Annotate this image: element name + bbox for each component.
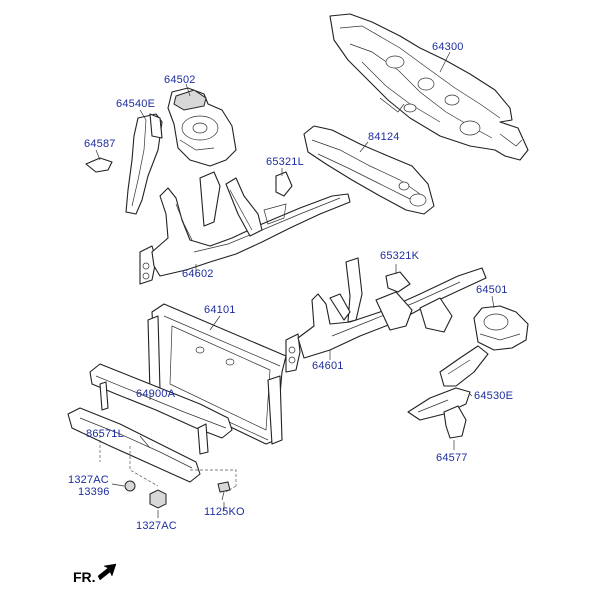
bracket-65321K xyxy=(385,264,411,293)
label-64101: 64101 xyxy=(204,304,236,316)
front-direction-arrow xyxy=(97,563,117,581)
front-direction-label: FR. xyxy=(73,569,96,585)
bumper-beam-64900A xyxy=(89,363,233,455)
label-64601: 64601 xyxy=(312,360,344,372)
label-84124: 84124 xyxy=(368,131,400,143)
label-65321K: 65321K xyxy=(380,250,420,262)
bolt-1125KO xyxy=(217,481,231,510)
fastener-1327AC-b xyxy=(149,489,167,518)
label-64501: 64501 xyxy=(476,284,508,296)
bracket-64587 xyxy=(85,149,113,173)
bracket-64577 xyxy=(443,405,467,450)
cowl-member-84124 xyxy=(303,125,435,215)
upper-member-64540E xyxy=(125,109,163,215)
lower-member-64530E xyxy=(407,345,489,421)
strut-housing-64501 xyxy=(473,295,529,351)
label-1125KO: 1125KO xyxy=(204,506,245,518)
absorber-86571L xyxy=(67,407,237,493)
strut-housing-64502 xyxy=(167,83,237,167)
label-64530E: 64530E xyxy=(474,390,514,402)
label-1327AC-a: 1327AC xyxy=(68,474,109,486)
dash-panel-64300 xyxy=(329,13,529,161)
label-64900A: 64900A xyxy=(136,388,176,400)
side-member-64601 xyxy=(285,257,487,373)
label-1327AC-b: 1327AC xyxy=(136,520,177,532)
label-64587: 64587 xyxy=(84,138,116,150)
bracket-65321L xyxy=(275,168,293,197)
label-64602: 64602 xyxy=(182,268,214,280)
label-64502: 64502 xyxy=(164,74,196,86)
label-13396: 13396 xyxy=(78,486,110,498)
label-64300: 64300 xyxy=(432,41,464,53)
label-64577: 64577 xyxy=(436,452,468,464)
label-65321L: 65321L xyxy=(266,156,304,168)
radiator-support-64101 xyxy=(147,303,287,445)
side-member-64602 xyxy=(139,171,351,285)
label-64540E: 64540E xyxy=(116,98,156,110)
fastener-1327AC-a xyxy=(111,480,136,492)
label-86571L: 86571L xyxy=(86,428,124,440)
